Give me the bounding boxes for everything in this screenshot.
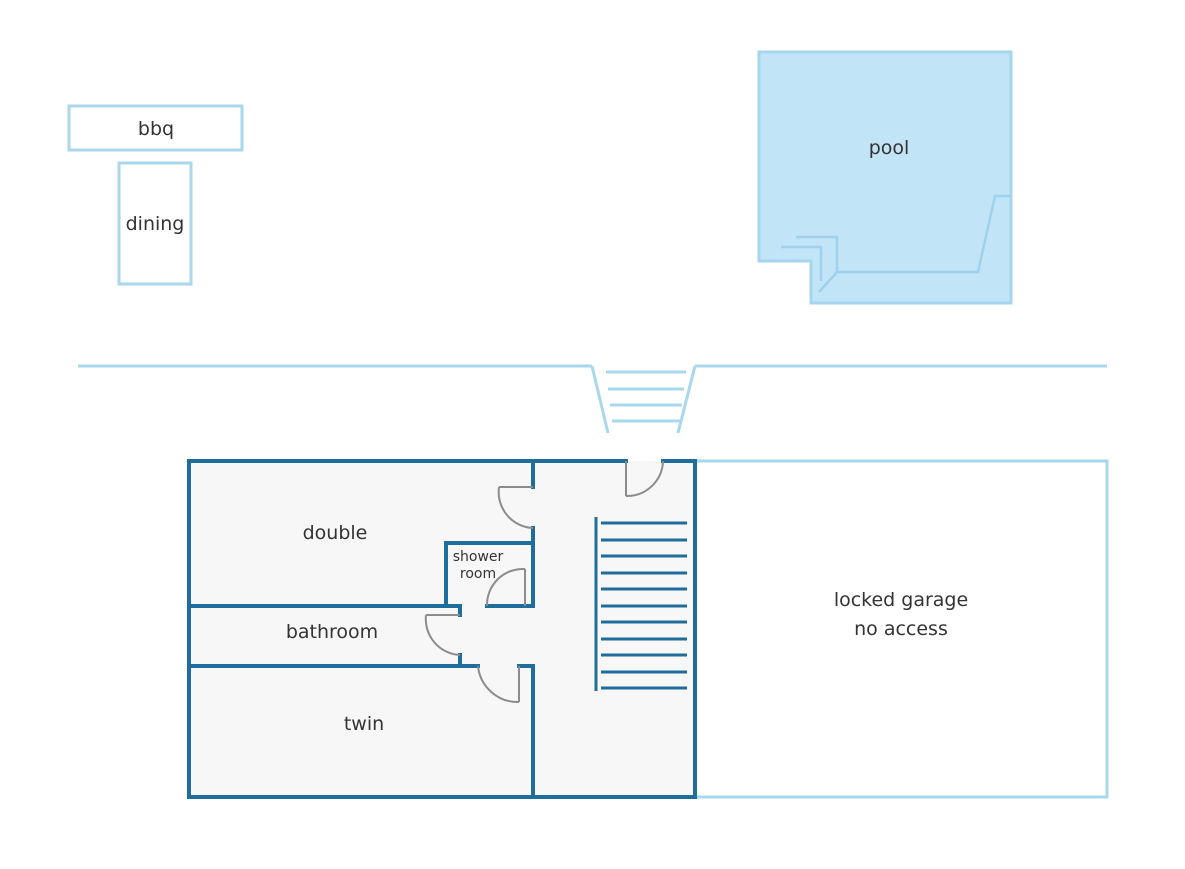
- outdoor-area: bbq dining pool: [67, 50, 1107, 434]
- pool: [757, 50, 1013, 305]
- twin-room-door: [477, 665, 520, 704]
- doors: [424, 460, 664, 704]
- dining-area: [117, 161, 193, 286]
- shower-room-label-line2: room: [460, 566, 496, 582]
- staircase: [594, 517, 687, 691]
- house-floor: [189, 461, 695, 797]
- shower-room-label-line1: shower: [453, 549, 504, 565]
- dining-label: dining: [126, 213, 185, 235]
- garage-outline: [693, 459, 1109, 799]
- terrace-steps: [606, 370, 686, 423]
- garage-label-line1: locked garage: [834, 589, 968, 611]
- house: double shower room bathroom twin: [187, 459, 697, 799]
- shower-room-door: [485, 567, 526, 607]
- pool-steps: [781, 194, 1011, 293]
- bbq-area: [67, 104, 244, 152]
- garage-label-line2: no access: [854, 618, 948, 640]
- bbq-label: bbq: [138, 118, 174, 140]
- twin-room-label: twin: [344, 713, 384, 735]
- terrace-boundary: [78, 364, 1107, 434]
- entrance-door: [625, 460, 664, 498]
- pool-label: pool: [869, 137, 910, 159]
- garage: locked garage no access: [693, 459, 1109, 799]
- double-room-label: double: [303, 522, 368, 544]
- bathroom-door: [424, 614, 461, 656]
- walls: [187, 459, 697, 799]
- bathroom-label: bathroom: [286, 621, 378, 643]
- double-room-door: [497, 486, 534, 529]
